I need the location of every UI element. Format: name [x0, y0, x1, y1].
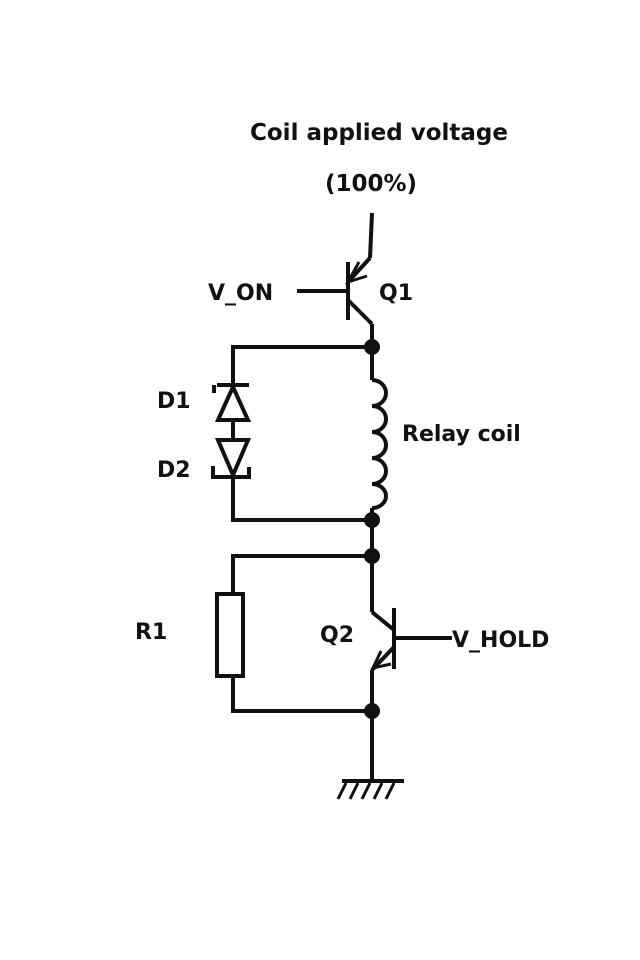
r1-label: R1 [135, 620, 167, 645]
ground-hatch-4 [372, 782, 384, 800]
transistor-q1 [297, 256, 374, 326]
ground-symbol [336, 711, 404, 800]
q1-label: Q1 [379, 281, 413, 306]
diode-d1 [212, 382, 252, 422]
supply-wire [368, 212, 374, 259]
supply-title-line2: (100%) [325, 171, 417, 197]
q1-arrow [344, 261, 368, 285]
diode-top-wire [231, 345, 372, 385]
zener-d2 [211, 438, 252, 481]
ground-hatch-1 [336, 782, 348, 800]
r1-top-wire [231, 554, 372, 594]
ground-hatch-3 [360, 782, 372, 800]
transistor-q2 [370, 556, 452, 711]
relay-coil [370, 347, 388, 520]
junction-dot-q2-collector [364, 548, 380, 564]
d2-label: D2 [157, 458, 191, 483]
d1-triangle [214, 382, 252, 422]
ground-hatch-2 [348, 782, 360, 800]
v-on-label: V_ON [208, 281, 273, 306]
d2-triangle [214, 438, 252, 481]
q2-arrow [370, 650, 392, 671]
q2-label: Q2 [320, 623, 354, 648]
junction-dot-q2-emitter [364, 703, 380, 719]
diode-bottom-wire [231, 477, 372, 522]
resistor-r1 [215, 592, 245, 678]
coil-winding [371, 378, 388, 510]
supply-title-line1: Coil applied voltage [250, 120, 508, 146]
junction-dot-coil-bottom [364, 512, 380, 528]
q2-collector-leg [370, 610, 396, 632]
relay-coil-label: Relay coil [402, 422, 521, 447]
d1-label: D1 [157, 389, 191, 414]
q1-emitter-leg [346, 298, 374, 326]
v-hold-label: V_HOLD [452, 628, 549, 653]
r1-bottom-wire [231, 676, 372, 713]
junction-dot-top [364, 339, 380, 355]
ground-hatch-5 [384, 782, 396, 800]
